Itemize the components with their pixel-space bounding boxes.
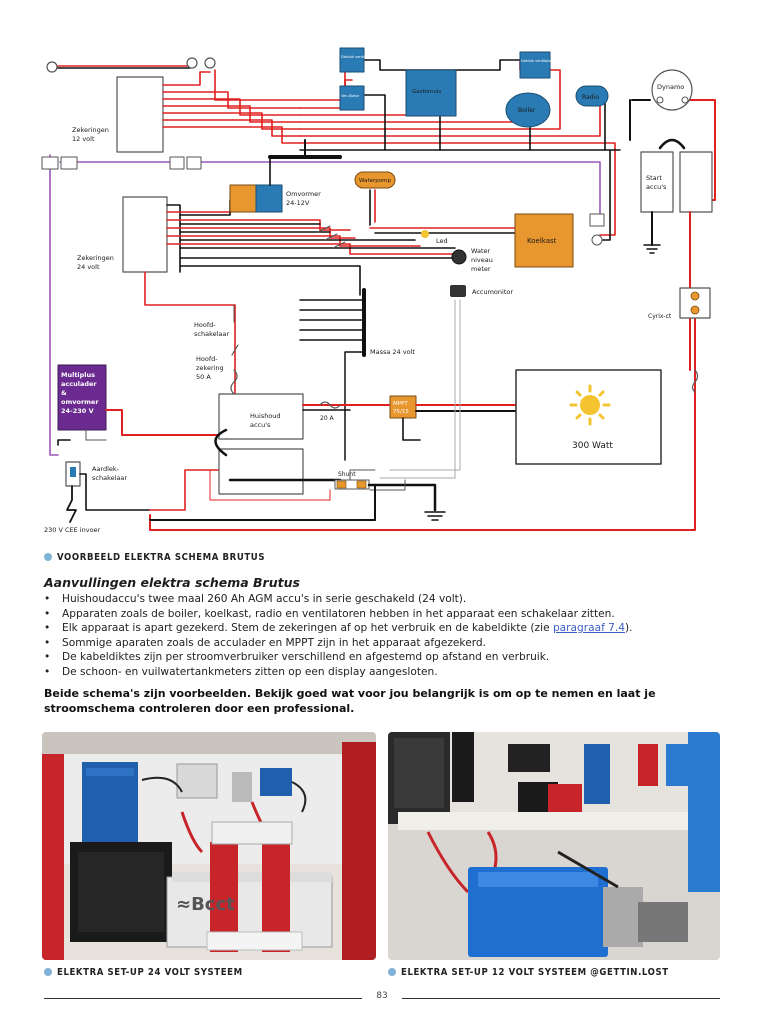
label-mppt-a: MPPT <box>393 401 408 407</box>
label-dakluik-1: Dakluik ventilator <box>341 55 373 59</box>
label-shunt: Shunt <box>338 471 356 478</box>
photo-12v-setup <box>388 732 720 960</box>
label-water-c: meter <box>471 265 491 273</box>
page-footer: 83 <box>44 991 720 1005</box>
label-solar: 300 Watt <box>572 441 613 451</box>
label-cee: 230 V CEE invoer <box>44 526 101 534</box>
label-huishoud-a: Huishoud <box>250 412 281 420</box>
label-aardlek-a: Aardlek- <box>92 465 120 473</box>
label-zekeringen-24-b: 24 volt <box>77 263 100 271</box>
label-zekeringen-24-a: Zekeringen <box>77 254 114 262</box>
wiring-diagram: Zekeringen 12 volt Zekeringen 24 volt Om… <box>41 47 716 534</box>
label-fuse-20a: 20 A <box>320 415 335 422</box>
warning-text: Beide schema's zijn voorbeelden. Bekijk … <box>44 687 656 715</box>
label-start-b: accu's <box>646 183 667 191</box>
label-accumonitor: Accumonitor <box>472 288 513 296</box>
label-massa: Massa 24 volt <box>370 348 415 356</box>
bullet-dot-icon <box>44 968 52 976</box>
label-hoofdzekering-a: Hoofd- <box>196 355 218 363</box>
label-waterpomp: Waterpomp <box>359 178 391 184</box>
list-item: De kabeldiktes zijn per stroomverbruiker… <box>44 650 734 665</box>
photo1-caption: Elektra set-up 24 volt systeem <box>44 967 243 978</box>
battery-brand-text: ≈Bcct <box>176 894 235 915</box>
list-item: Huishoudaccu's twee maal 260 Ah AGM accu… <box>44 592 734 607</box>
label-multiplus-c: & <box>61 389 67 397</box>
label-start-a: Start <box>646 174 662 182</box>
label-multiplus-b: acculader <box>61 380 97 388</box>
label-hoofdschakelaar-a: Hoofd- <box>194 321 216 329</box>
label-omvormer-a: Omvormer <box>286 190 321 198</box>
label-hoofdzekering-c: 50 A <box>196 373 211 381</box>
list-item: Elk apparaat is apart gezekerd. Stem de … <box>44 621 734 636</box>
list-item: Apparaten zoals de boiler, koelkast, rad… <box>44 607 734 622</box>
section-title: Aanvullingen elektra schema Brutus <box>44 575 300 590</box>
label-zekeringen-12-b: 12 volt <box>72 135 95 143</box>
label-dynamo: Dynamo <box>657 83 684 91</box>
label-multiplus-d: omvormer <box>61 398 99 406</box>
additions-section: Aanvullingen elektra schema Brutus Huish… <box>44 575 734 680</box>
label-hoofdzekering-b: zekering <box>196 364 224 372</box>
label-koelkast: Koelkast <box>527 237 557 245</box>
photo-24v-setup: ≈Bcct <box>42 732 376 960</box>
bullet-dot-icon <box>44 553 52 561</box>
label-dakluik-2: Dakluik ventilator <box>521 59 553 63</box>
page-number: 83 <box>372 991 392 1001</box>
label-hoofdschakelaar-b: schakelaar <box>194 330 229 338</box>
diagram-caption: Voorbeeld elektra schema Brutus <box>44 552 265 563</box>
label-ventilator: Ven-tilator <box>341 94 360 98</box>
label-multiplus-e: 24-230 V <box>61 407 94 415</box>
paragraph-link[interactable]: paragraaf 7.4 <box>552 622 626 635</box>
list-item: De schoon- en vuilwatertankmeters zitten… <box>44 665 734 680</box>
photo2-caption: Elektra set-up 12 volt systeem @gettin.l… <box>388 967 669 978</box>
label-water-b: niveau <box>471 256 493 264</box>
label-water-a: Water <box>471 247 491 255</box>
list-item: Sommige aparaten zoals de acculader en M… <box>44 636 734 651</box>
label-gasfornuis: Gasfornuis <box>412 89 441 95</box>
label-zekeringen-12-a: Zekeringen <box>72 126 109 134</box>
label-led: Led <box>436 237 448 245</box>
additions-list: Huishoudaccu's twee maal 260 Ah AGM accu… <box>44 592 734 680</box>
label-cyrix: Cyrix-ct <box>648 313 672 320</box>
label-multiplus-a: Multiplus <box>61 371 95 379</box>
label-huishoud-b: accu's <box>250 421 271 429</box>
footer-rule-right <box>402 998 720 999</box>
bullet-dot-icon <box>388 968 396 976</box>
footer-rule-left <box>44 998 362 999</box>
label-boiler: Boiler <box>518 107 536 114</box>
label-radio: Radio <box>582 94 599 101</box>
label-omvormer-b: 24-12V <box>286 199 310 207</box>
label-aardlek-b: schakelaar <box>92 474 127 482</box>
label-mppt-b: 75/15 <box>393 409 409 415</box>
